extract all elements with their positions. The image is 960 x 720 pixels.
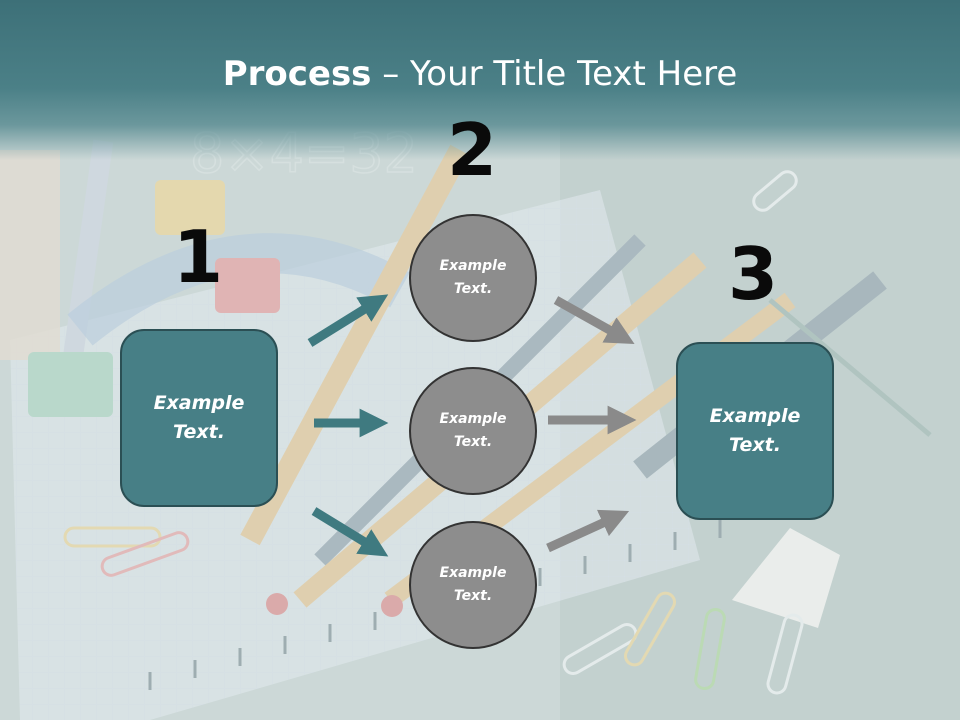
- ruler: [0, 150, 60, 360]
- step-2-circle-top[interactable]: Example Text.: [409, 214, 537, 342]
- circle-bottom-text: Example Text.: [439, 565, 507, 604]
- step-number-2: 2: [446, 108, 498, 192]
- title-rest: – Your Title Text Here: [371, 54, 738, 94]
- sharpener-yellow: [155, 180, 225, 235]
- sharpener-red: [215, 258, 280, 313]
- step-2-circle-bottom[interactable]: Example Text.: [409, 521, 537, 649]
- arrow-top-to-3: [553, 296, 635, 345]
- step-number-3: 3: [727, 232, 779, 316]
- sharpener-green: [28, 352, 113, 417]
- circle-middle-text: Example Text.: [439, 411, 507, 450]
- paper-clip: [752, 170, 798, 212]
- step-3-box[interactable]: Example Text.: [676, 342, 834, 520]
- step-1-text: Example Text.: [153, 392, 245, 443]
- paper-clip: [63, 526, 162, 548]
- step-3-text: Example Text.: [709, 405, 801, 456]
- arrow-1-to-top: [307, 294, 389, 347]
- title-bold: Process: [222, 54, 372, 94]
- pencil: [240, 144, 470, 546]
- circle-top-text: Example Text.: [439, 258, 507, 297]
- step-2-circle-middle[interactable]: Example Text.: [409, 367, 537, 495]
- arrow-bottom-to-3: [546, 509, 630, 553]
- eraser: [732, 528, 840, 628]
- title-band: [0, 0, 960, 160]
- arrow-1-to-bottom: [311, 507, 389, 557]
- compass: [768, 298, 932, 437]
- step-number-1: 1: [172, 215, 224, 299]
- slide-title: Process – Your Title Text Here: [0, 50, 960, 98]
- step-1-box[interactable]: Example Text.: [120, 329, 278, 507]
- protractor: [67, 233, 410, 346]
